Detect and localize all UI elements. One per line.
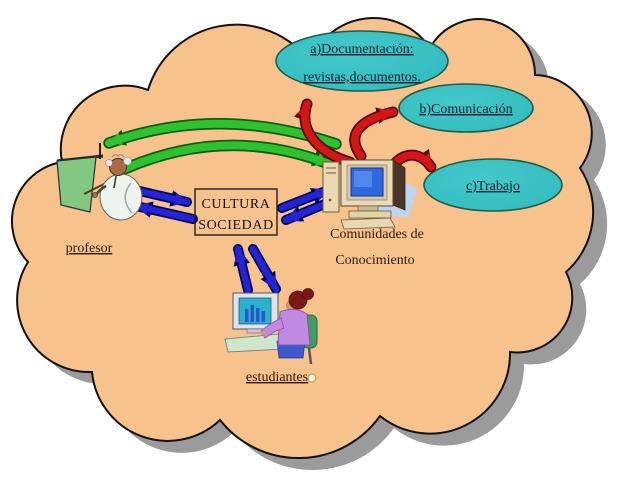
computer-icon [322, 159, 417, 230]
green-arrow-to-comunidades [118, 141, 333, 174]
center-box-frame [194, 188, 278, 236]
estudiantes-label: estudiantes [246, 370, 308, 385]
documentacion-ellipse [275, 30, 449, 92]
documentacion-label-line2: revistas,documentos. [303, 70, 420, 85]
comunicacion-ellipse [398, 83, 534, 133]
trabajo-label: c)Trabajo [466, 179, 520, 194]
center-box-line2: SOCIEDAD [198, 218, 274, 233]
comunidades-label-line1: Comunidades de [330, 227, 424, 242]
center-box-line1: CULTURA [201, 197, 270, 212]
trabajo-ellipse [423, 158, 563, 212]
professor-icon [56, 143, 143, 221]
comunidades-label-line2: Conocimiento [335, 253, 414, 268]
blue-arrow-box-to-comunidades [278, 186, 332, 212]
red-arrow-documentacion [297, 100, 354, 166]
red-arrow-comunicacion [351, 108, 397, 160]
bubble-trabajo: c)Trabajo [423, 158, 563, 212]
bubble-comunicacion: b)Comunicación [398, 83, 534, 133]
profesor-label: profesor [66, 241, 113, 256]
comunicacion-label: b)Comunicación [419, 102, 512, 117]
cultura-sociedad-box: CULTURA SOCIEDAD [194, 188, 278, 236]
student-icon [224, 288, 318, 365]
estudiantes-bullet [307, 373, 317, 383]
blue-arrow-box-to-profesor [132, 202, 197, 223]
bubble-documentacion: a)Documentación: revistas,documentos. [275, 30, 449, 92]
blue-arrow-box-to-estudiantes [249, 245, 280, 293]
blue-arrow-estudiantes-to-box [234, 245, 252, 294]
documentacion-label-line1: a)Documentación: [310, 42, 413, 57]
